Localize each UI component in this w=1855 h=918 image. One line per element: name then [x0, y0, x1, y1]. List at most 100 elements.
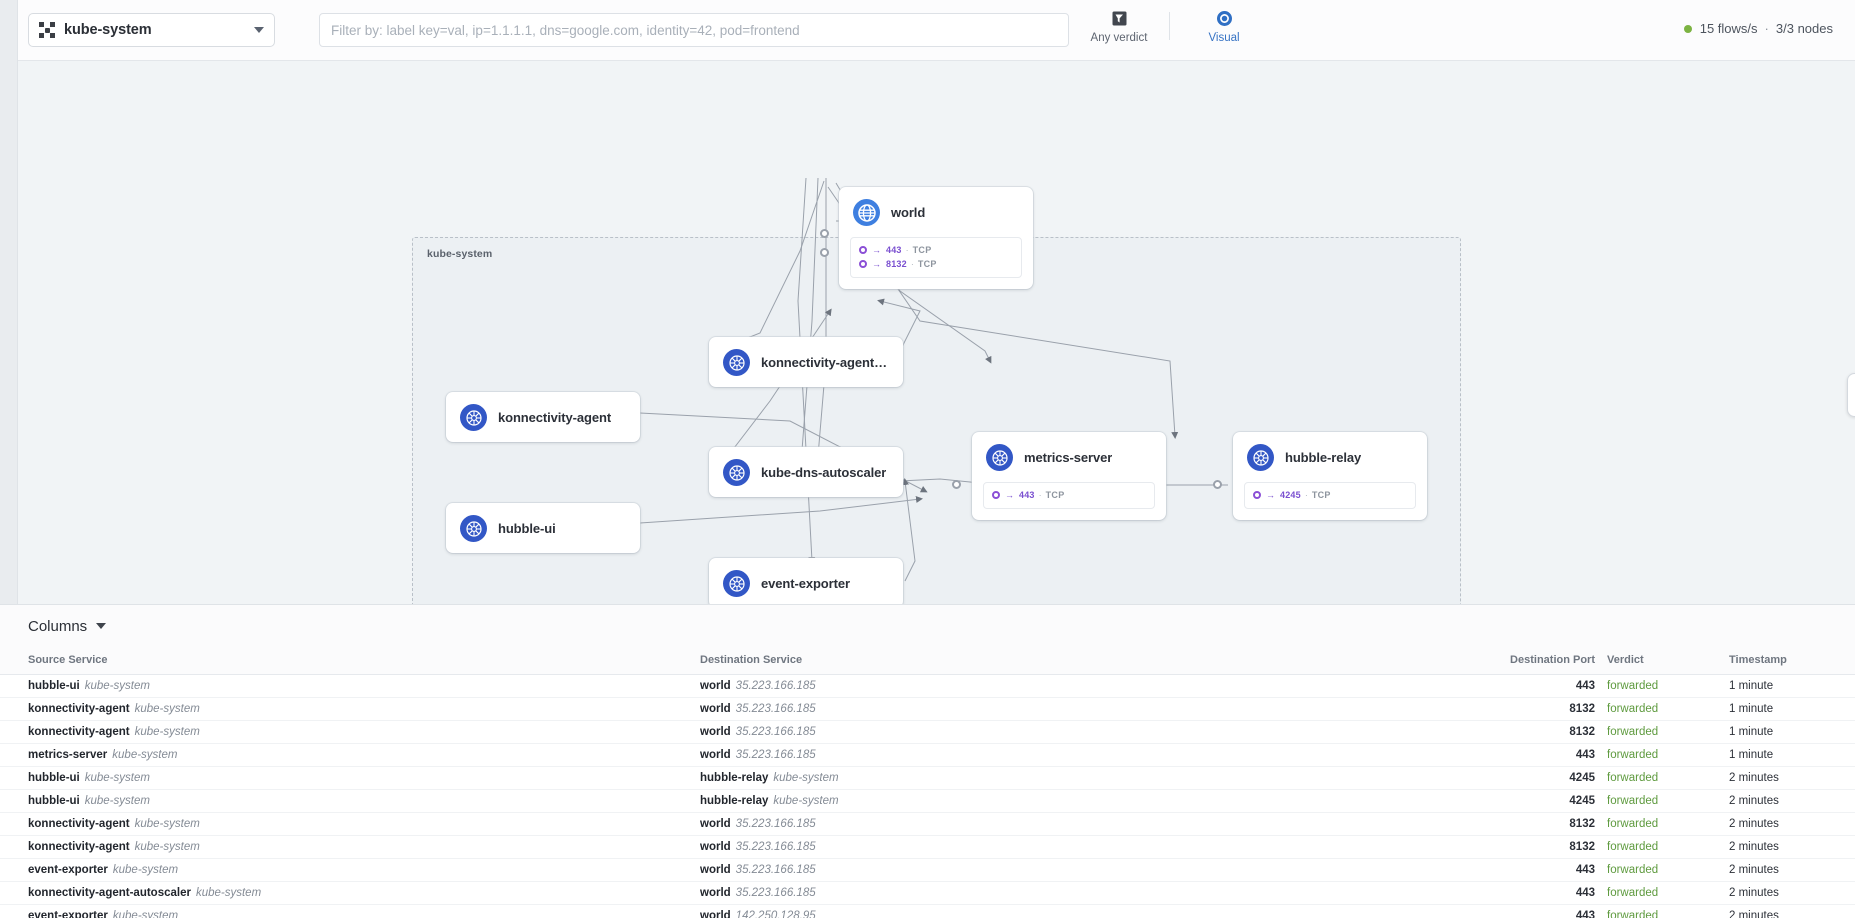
source-service-name: konnectivity-agent [28, 703, 130, 715]
status-dot-icon [1683, 24, 1692, 33]
cell-timestamp: 2 minutes [1715, 904, 1855, 918]
port-row[interactable]: → 4245 · TCP [1253, 488, 1407, 502]
filter-input[interactable] [319, 13, 1069, 47]
cell-verdict: forwarded [1595, 674, 1715, 698]
cell-destination-port: 443 [1440, 858, 1595, 882]
port-bullet-icon [859, 260, 867, 268]
service-map-canvas[interactable]: kube-system [0, 61, 1855, 604]
any-verdict-button[interactable]: Any verdict [1076, 8, 1162, 44]
flows-table-head: Source Service Destination Service Desti… [0, 647, 1855, 675]
column-header-destination-port[interactable]: Destination Port [1440, 647, 1595, 675]
node-header: hubble-ui [446, 503, 640, 553]
columns-toggle[interactable]: Columns [0, 605, 1855, 647]
right-panel-handle[interactable] [1847, 373, 1855, 417]
destination-service-meta: kube-system [773, 795, 839, 807]
cell-timestamp: 1 minute [1715, 743, 1855, 767]
source-service-name: konnectivity-agent [28, 726, 130, 738]
destination-service-name: hubble-relay [700, 772, 769, 784]
destination-service-meta: 35.223.166.185 [735, 726, 816, 738]
node-world-title: world [891, 205, 926, 220]
node-hubble-ui[interactable]: hubble-ui [446, 503, 640, 553]
nodes-count: 3/3 nodes [1775, 21, 1833, 36]
cell-destination-port: 8132 [1440, 835, 1595, 859]
port-number: 8132 [886, 259, 907, 269]
destination-service-name: world [700, 703, 731, 715]
kubernetes-icon [1247, 444, 1274, 471]
node-event-exporter[interactable]: event-exporter [709, 558, 903, 604]
source-service-namespace: kube-system [134, 726, 200, 738]
node-world-ports: → 443 · TCP → 8132 · TCP [850, 237, 1022, 278]
node-header: hubble-relay [1233, 432, 1427, 482]
node-title: kube-dns-autoscaler [761, 465, 887, 480]
column-header-timestamp[interactable]: Timestamp [1715, 647, 1855, 675]
top-toolbar: kube-system Any verdict Visual [0, 0, 1855, 61]
column-header-source-service[interactable]: Source Service [0, 647, 700, 675]
port-row[interactable]: → 443 · TCP [859, 243, 1013, 257]
connection-dot [820, 229, 829, 238]
port-arrow-icon: → [872, 259, 881, 269]
port-row[interactable]: → 8132 · TCP [859, 257, 1013, 271]
cell-timestamp: 2 minutes [1715, 881, 1855, 905]
port-bullet-icon [992, 491, 1000, 499]
flows-table: Source Service Destination Service Desti… [0, 647, 1855, 918]
node-title: metrics-server [1024, 450, 1113, 465]
source-service-namespace: kube-system [84, 680, 150, 692]
node-world[interactable]: world → 443 · TCP → 8132 · TCP [839, 187, 1033, 289]
destination-service-name: world [700, 910, 731, 918]
port-bullet-icon [859, 246, 867, 254]
node-konnectivity-agent-autoscaler[interactable]: konnectivity-agent-autosc… [709, 337, 903, 387]
node-title: hubble-ui [498, 521, 556, 536]
source-service-name: hubble-ui [28, 772, 80, 784]
port-row[interactable]: → 443 · TCP [992, 488, 1146, 502]
destination-service-name: hubble-relay [700, 795, 769, 807]
service-map-edges [639, 177, 1228, 582]
destination-service-meta: kube-system [773, 772, 839, 784]
namespace-boundary-label: kube-system [427, 248, 493, 260]
flows-table-panel: Columns Source Service Destination Servi… [0, 604, 1855, 918]
kubernetes-icon [723, 459, 750, 486]
node-kube-dns-autoscaler[interactable]: kube-dns-autoscaler [709, 447, 903, 497]
cell-destination-port: 8132 [1440, 697, 1595, 721]
source-service-namespace: kube-system [112, 910, 179, 918]
node-header: konnectivity-agent [446, 392, 640, 442]
column-header-verdict[interactable]: Verdict [1595, 647, 1715, 675]
namespace-icon [39, 22, 55, 38]
port-separator: · [905, 245, 909, 255]
destination-service-name: world [700, 841, 731, 853]
cell-verdict: forwarded [1595, 697, 1715, 721]
visual-mode-button[interactable]: Visual [1181, 8, 1267, 44]
node-konnectivity-agent[interactable]: konnectivity-agent [446, 392, 640, 442]
chevron-down-icon [254, 27, 264, 33]
status-indicator: 15 flows/s · 3/3 nodes [1683, 21, 1833, 36]
node-hubble-relay[interactable]: hubble-relay → 4245 · TCP [1233, 432, 1427, 520]
node-metrics-server[interactable]: metrics-server → 443 · TCP [972, 432, 1166, 520]
kubernetes-icon [723, 570, 750, 597]
namespace-selector[interactable]: kube-system [28, 13, 275, 47]
port-separator: · [910, 259, 914, 269]
cell-destination-port: 8132 [1440, 720, 1595, 744]
destination-service-meta: 35.223.166.185 [735, 680, 816, 692]
column-header-destination-service[interactable]: Destination Service [700, 647, 1440, 675]
destination-service-name: world [700, 818, 731, 830]
cell-timestamp: 2 minutes [1715, 766, 1855, 790]
port-separator: · [1038, 490, 1042, 500]
